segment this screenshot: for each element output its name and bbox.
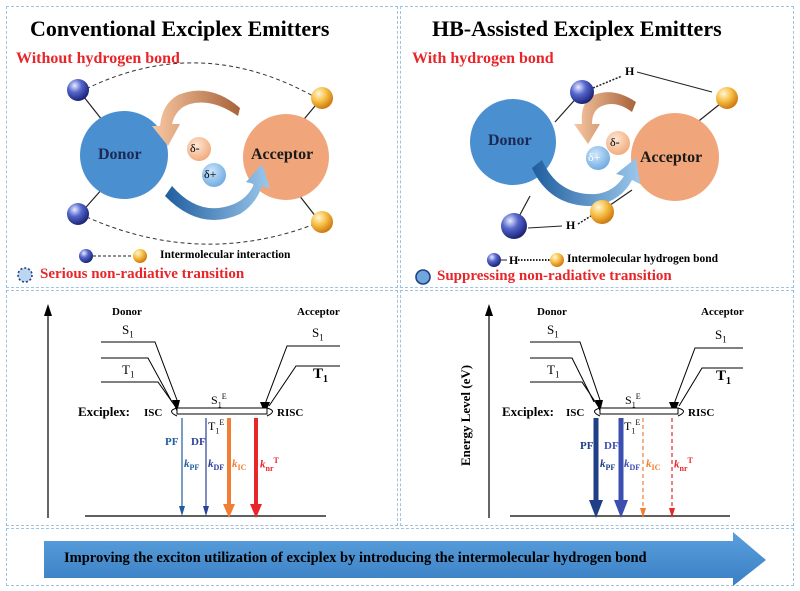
energy-diagram-left [44,304,340,518]
donor-label-right: Donor [488,132,532,149]
e-kdf-left: kDF [208,458,225,473]
ball-blue-r2 [501,213,527,239]
e-t1-acceptor-left: T1 [313,366,329,385]
h-label-right-1: H [625,64,635,78]
legend-h-right: H [509,253,519,267]
e-df-right: DF [604,440,619,452]
e-exciplex-right: Exciplex: [502,404,554,419]
ball-orange-r2 [590,200,614,224]
e-s1-donor-left: S1 [122,322,134,340]
ball-blue-1 [67,79,89,101]
e-donor-left: Donor [112,306,142,318]
donor-label-left: Donor [98,146,142,163]
panel-right-bottom [400,290,794,526]
e-s1-acceptor-left: S1 [312,325,324,343]
e-t1-acceptor-right: T1 [716,368,732,387]
e-pf-left: PF [165,436,179,448]
e-isc-left: ISC [144,407,163,419]
e-t1-donor-left: T1 [122,362,135,380]
e-ylabel-right: Energy Level (eV) [458,364,473,466]
e-df-left: DF [191,436,206,448]
banner-arrow [44,532,766,586]
h-label-right-2: H [566,218,576,232]
delta-minus-left: δ- [190,141,200,155]
status-icon-solid [415,269,431,285]
legend-right: Intermolecular hydrogen bond [567,253,719,265]
dashed-arc-top [79,62,321,101]
e-knr-right: knrT [674,456,693,473]
ball-orange-r1 [716,87,738,109]
title-right: HB-Assisted Exciplex Emitters [432,16,722,41]
delta-minus-right: δ- [610,135,620,149]
acceptor-label-right: Acceptor [640,149,703,166]
acceptor-label-left: Acceptor [251,146,314,163]
legend-left: Intermolecular interaction [160,249,291,261]
panel-banner [6,528,794,586]
acceptor-circle-right [631,113,719,201]
e-knr-left: knrT [260,456,279,473]
arrow-orange-right [574,92,636,144]
e-acceptor-right: Acceptor [701,306,744,318]
e-t1e-right: T1E [624,418,641,436]
e-risc-right: RISC [688,407,715,419]
e-t1e-left: T1E [208,418,225,436]
e-s1e-right: S1E [625,392,641,410]
panel-left-top [6,6,398,288]
arrow-blue-right [532,158,640,207]
status-icon-dotted [17,267,33,283]
e-t1-donor-right: T1 [547,362,560,380]
ball-blue-2 [67,203,89,225]
ball-orange-1 [311,87,333,109]
arrow-blue [165,164,270,220]
e-kic-right: kIC [646,458,661,473]
delta-plus-right: δ+ [588,150,601,164]
banner-text: Improving the exciton utilization of exc… [64,550,647,566]
e-kic-left: kIC [232,458,247,473]
arrow-orange [152,90,240,146]
e-exciplex-left: Exciplex: [78,404,130,419]
e-s1-acceptor-right: S1 [715,327,727,345]
e-pf-right: PF [580,440,594,452]
panel-left-bottom [6,290,398,526]
right-top-diagram [415,71,738,285]
donor-circle [80,111,168,199]
left-top-diagram [17,62,333,283]
status-right: Suppressing non-radiative transition [437,268,672,284]
ball-orange-2 [311,211,333,233]
e-s1-donor-right: S1 [547,322,559,340]
e-kdf-right: kDF [624,458,641,473]
subtitle-left: Without hydrogen bond [16,50,180,67]
dashed-arc-bottom [79,213,321,245]
e-isc-right: ISC [566,407,585,419]
title-left: Conventional Exciplex Emitters [30,16,330,41]
e-kpf-left: kPF [184,458,200,473]
panel-right-top [400,6,794,288]
delta-plus-left: δ+ [204,167,217,181]
e-donor-right: Donor [537,306,567,318]
energy-diagram-right [485,304,743,518]
e-kpf-right: kPF [600,458,616,473]
subtitle-right: With hydrogen bond [412,50,554,67]
e-acceptor-left: Acceptor [297,306,340,318]
donor-circle-right [470,99,556,185]
e-risc-left: RISC [277,407,304,419]
ball-blue-r1 [570,80,594,104]
e-s1e-left: S1E [211,392,227,410]
status-left: Serious non-radiative transition [40,266,245,282]
